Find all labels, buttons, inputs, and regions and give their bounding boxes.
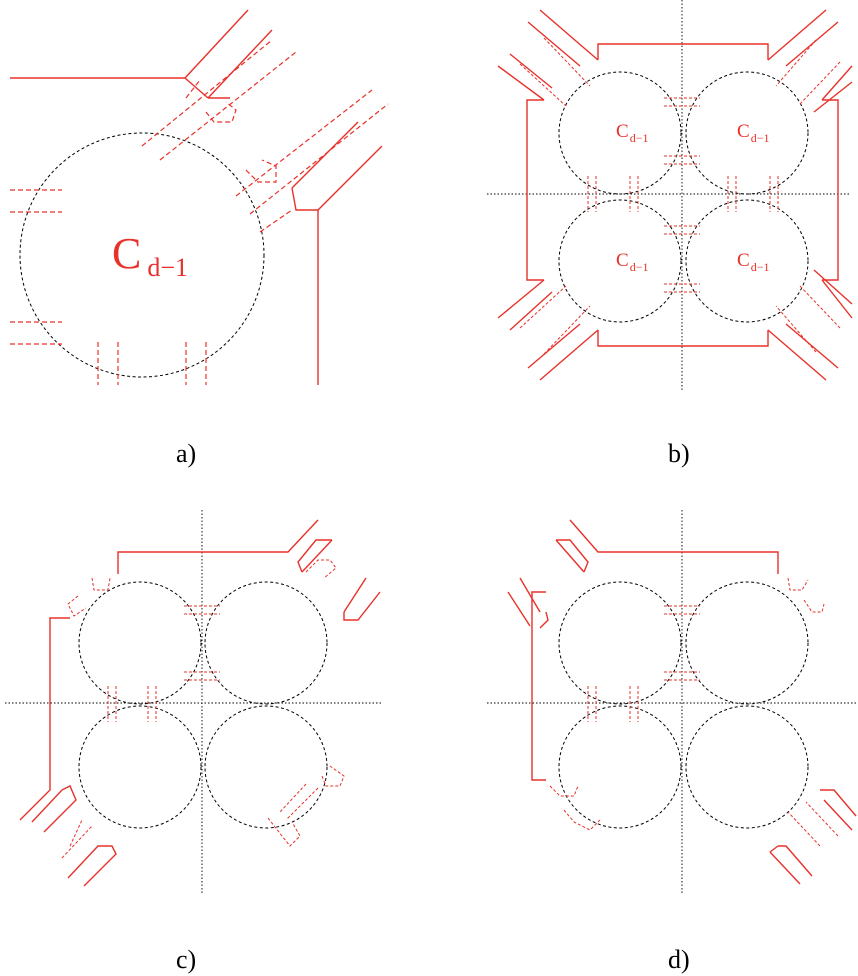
panel-b-wires bbox=[497, 9, 853, 381]
panel-a-wires bbox=[10, 9, 389, 385]
panel-d-caption: d) bbox=[668, 945, 690, 974]
panel-c-cell-circle-bottom-left bbox=[78, 705, 202, 829]
panel-b-cell-circle-top-left bbox=[558, 71, 682, 195]
panel-d-wires bbox=[507, 519, 857, 885]
panel-b-cell-label-bottom-left: Cd−1 bbox=[616, 250, 648, 274]
panel-b-cell-circle-top-right bbox=[685, 71, 809, 195]
panel-a-cell-circle bbox=[19, 132, 265, 378]
panel-c-cell-circle-bottom-right bbox=[204, 705, 328, 829]
panel-a-cell-label-main: C bbox=[112, 229, 141, 278]
panel-b-caption: b) bbox=[668, 439, 690, 468]
panel-b-cell-circle-bottom-right bbox=[685, 199, 809, 323]
panel-d-cell-circle-bottom-left bbox=[558, 705, 682, 829]
panel-b-cell-label-top-right: Cd−1 bbox=[737, 121, 769, 145]
panel-c-cell-circle-top-left bbox=[78, 581, 202, 705]
panel-c: c) bbox=[5, 510, 382, 974]
panel-b-cell-label-top-left: Cd−1 bbox=[616, 121, 648, 145]
panel-b-cell-label-bottom-right: Cd−1 bbox=[737, 250, 769, 274]
panel-d-cell-circle-top-right bbox=[685, 581, 809, 705]
panel-d-cell-circle-bottom-right bbox=[685, 705, 809, 829]
panel-a-caption: a) bbox=[176, 439, 196, 468]
panel-b: Cd−1 Cd−1 Cd−1 Cd−1 bbox=[487, 0, 853, 468]
panel-d: d) bbox=[487, 510, 858, 974]
panel-c-caption: c) bbox=[176, 945, 196, 974]
panel-d-cell-circle-top-left bbox=[558, 581, 682, 705]
panel-c-wires bbox=[19, 519, 381, 887]
panel-a-cell-label-sub: d−1 bbox=[147, 253, 188, 282]
panel-b-cell-circle-bottom-left bbox=[558, 199, 682, 323]
panel-c-cell-circle-top-right bbox=[204, 581, 328, 705]
